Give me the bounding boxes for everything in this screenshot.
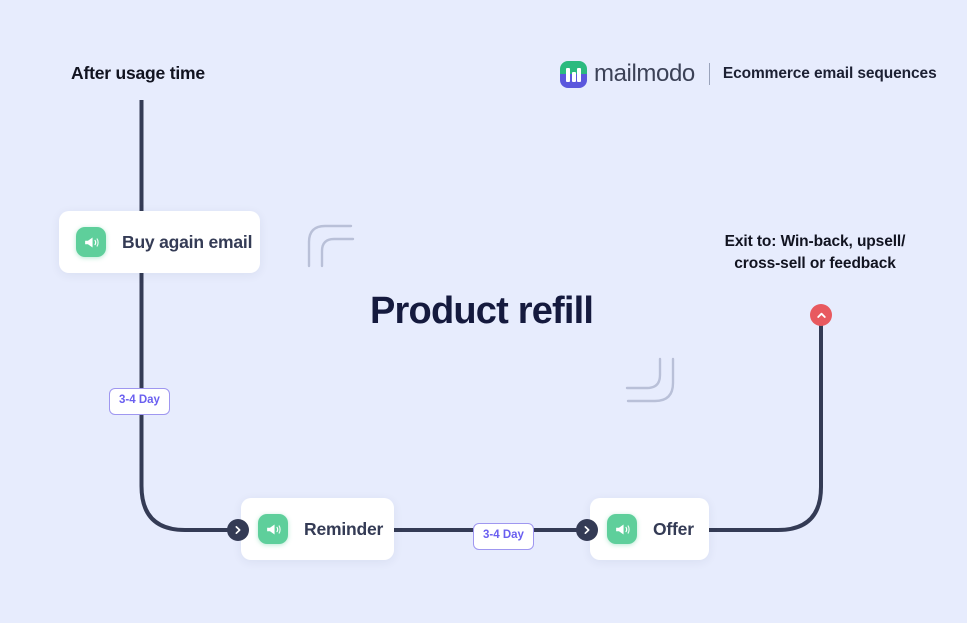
logo-bar-left xyxy=(566,67,570,82)
brand-subtitle: Ecommerce email sequences xyxy=(722,65,937,82)
brand-wordmark: mailmodo xyxy=(594,60,695,87)
page-title: Product refill xyxy=(370,290,594,332)
delay-badge[interactable]: 3-4 Day xyxy=(473,523,534,550)
node-offer[interactable]: Offer xyxy=(590,498,709,560)
exit-label-line-2: cross-sell or feedback xyxy=(734,255,896,272)
mailmodo-logo-icon xyxy=(560,60,587,88)
connector-bend-to-reminder xyxy=(139,464,242,532)
node-label: Buy again email xyxy=(122,231,253,252)
connector-offer-to-exit xyxy=(707,314,823,532)
delay-badge[interactable]: 3-4 Day xyxy=(109,388,170,415)
chevron-right-icon[interactable] xyxy=(227,519,249,541)
brand-divider xyxy=(708,63,710,85)
logo-bar-middle xyxy=(571,71,576,82)
node-reminder[interactable]: Reminder xyxy=(241,498,394,560)
node-label: Offer xyxy=(653,518,694,539)
logo-bar-right xyxy=(577,67,581,82)
chevron-up-icon[interactable] xyxy=(810,304,832,326)
exit-label-line-1: Exit to: Win-back, upsell/ xyxy=(724,233,906,250)
logo-bars xyxy=(560,61,587,88)
corner-arc-icon xyxy=(625,357,677,412)
chevron-right-icon[interactable] xyxy=(576,519,598,541)
corner-arc-icon xyxy=(305,222,355,273)
exit-label: Exit to: Win-back, upsell/ cross-sell or… xyxy=(700,231,930,275)
megaphone-icon xyxy=(607,514,637,544)
megaphone-icon xyxy=(76,227,106,257)
megaphone-icon xyxy=(258,514,288,544)
brand-bar: mailmodo Ecommerce email sequences xyxy=(560,59,937,89)
node-buy-again-email[interactable]: Buy again email xyxy=(59,211,260,273)
node-label: Reminder xyxy=(304,518,384,539)
entry-label: After usage time xyxy=(71,63,205,83)
